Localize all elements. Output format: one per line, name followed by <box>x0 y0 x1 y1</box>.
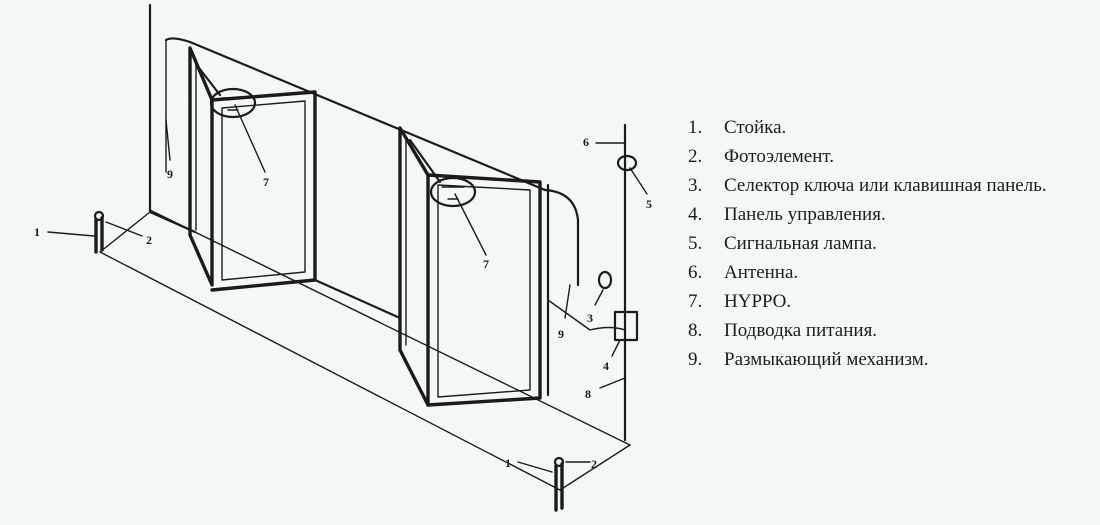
callout-post-left: 1 <box>34 225 40 239</box>
callout-hyppo-right: 7 <box>483 257 489 271</box>
legend-item: 9. Размыкающий механизм. <box>688 345 1088 374</box>
key-selector <box>597 270 613 290</box>
hyppo-operator-right <box>408 138 477 208</box>
legend-item-number: 2. <box>688 146 703 167</box>
callout-release-left: 9 <box>167 167 173 181</box>
gate-leaf-left <box>188 46 402 320</box>
photocell-post-right <box>553 456 565 512</box>
callout-release-right: 9 <box>558 327 564 341</box>
photocell-post-left <box>93 210 105 254</box>
legend-item-text: HYPPO. <box>724 291 792 312</box>
right-column <box>547 123 627 442</box>
legend-item-number: 6. <box>688 262 703 283</box>
legend-item-number: 4. <box>688 204 703 225</box>
legend-item-text: Стойка. <box>724 117 787 138</box>
callout-key-selector: 3 <box>587 311 593 325</box>
callout-antenna: 6 <box>583 135 589 149</box>
callout-photocell-right: 2 <box>591 457 597 471</box>
wall-post-left <box>148 3 197 234</box>
legend-item-text: Панель управления. <box>724 204 886 225</box>
legend-item: 6. Антенна. <box>688 258 1088 287</box>
callout-post-right: 1 <box>505 456 511 470</box>
callout-control-panel: 4 <box>603 359 609 373</box>
legend-item-number: 7. <box>688 291 703 312</box>
legend-item-number: 3. <box>688 175 703 196</box>
legend-item: 4. Панель управления. <box>688 200 1088 229</box>
legend-item-text: Селектор ключа или клавишная панель. <box>724 175 1047 196</box>
legend-item-number: 9. <box>688 349 703 370</box>
hyppo-operator-left <box>194 62 257 119</box>
legend-item-number: 8. <box>688 320 703 341</box>
legend-item: 7. HYPPO. <box>688 287 1088 316</box>
legend-item-text: Антенна. <box>724 262 799 283</box>
control-panel-box <box>613 310 639 342</box>
legend-item-number: 1. <box>688 117 703 138</box>
leader-lines <box>47 104 648 473</box>
legend-item: 2. Фотоэлемент. <box>688 142 1088 171</box>
legend-item: 3. Селектор ключа или клавишная панель. <box>688 171 1088 200</box>
legend-item: 1. Стойка. <box>688 113 1088 142</box>
callout-photocell-left: 2 <box>146 233 152 247</box>
rear-frame <box>164 37 580 287</box>
legend-list: 1. Стойка. 2. Фотоэлемент. 3. Селектор ключа … <box>688 113 1088 374</box>
callout-hyppo-left: 7 <box>263 175 269 189</box>
legend-item: 5. Сигнальная лампа. <box>688 229 1088 258</box>
legend-item-text: Размыкающий механизм. <box>724 349 929 370</box>
legend-item-text: Фотоэлемент. <box>724 146 835 167</box>
callout-power-feed: 8 <box>585 387 591 401</box>
legend-item-text: Подводка питания. <box>724 320 878 341</box>
ground-lines <box>99 209 631 491</box>
callout-lamp: 5 <box>646 197 652 211</box>
legend-item-text: Сигнальная лампа. <box>724 233 877 254</box>
gate-leaf-right <box>398 126 550 407</box>
legend-item-number: 5. <box>688 233 703 254</box>
legend-item: 8. Подводка питания. <box>688 316 1088 345</box>
signal-lamp <box>616 154 638 172</box>
